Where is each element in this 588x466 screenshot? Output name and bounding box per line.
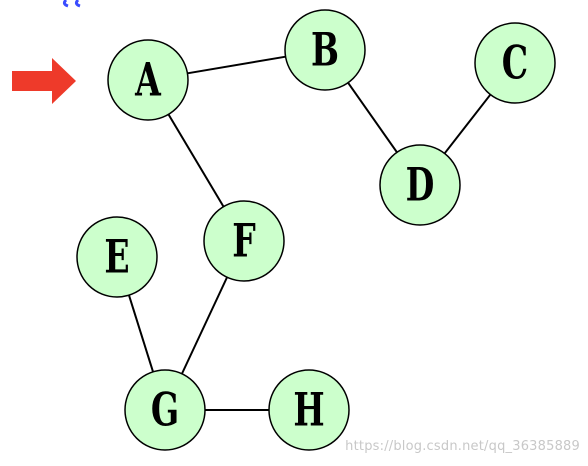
node-circle [268, 369, 350, 451]
node-circle [107, 39, 189, 121]
edge-e-g [128, 294, 154, 373]
edge-a-b [187, 55, 286, 75]
node-f: F [203, 200, 285, 282]
edge-b-d [347, 82, 398, 153]
node-c: C [474, 22, 556, 104]
node-label: D [406, 158, 435, 212]
node-label: B [311, 23, 339, 77]
node-circle [203, 200, 285, 282]
cropped-blue-mark [62, 0, 81, 8]
node-label: G [151, 383, 179, 437]
node-label: F [232, 214, 256, 268]
node-circle [124, 369, 206, 451]
node-circle [76, 216, 158, 298]
node-circle [379, 144, 461, 226]
node-a: A [107, 39, 189, 121]
node-label: H [293, 383, 324, 437]
edges-layer [128, 55, 492, 411]
node-circle [474, 22, 556, 104]
nodes-layer: A B C D E F G H [76, 9, 556, 451]
node-label: C [502, 36, 528, 90]
edge-a-f [167, 113, 225, 208]
node-b: B [284, 9, 366, 91]
node-g: G [124, 369, 206, 451]
node-label: E [104, 230, 129, 284]
node-h: H [268, 369, 350, 451]
node-label: A [134, 53, 161, 107]
start-arrow-icon [12, 58, 76, 104]
node-d: D [379, 144, 461, 226]
node-e: E [76, 216, 158, 298]
node-circle [284, 9, 366, 91]
edge-c-d [443, 93, 492, 155]
edge-f-g [181, 276, 228, 375]
watermark-text: https://blog.csdn.net/qq_36385889 [345, 439, 580, 454]
